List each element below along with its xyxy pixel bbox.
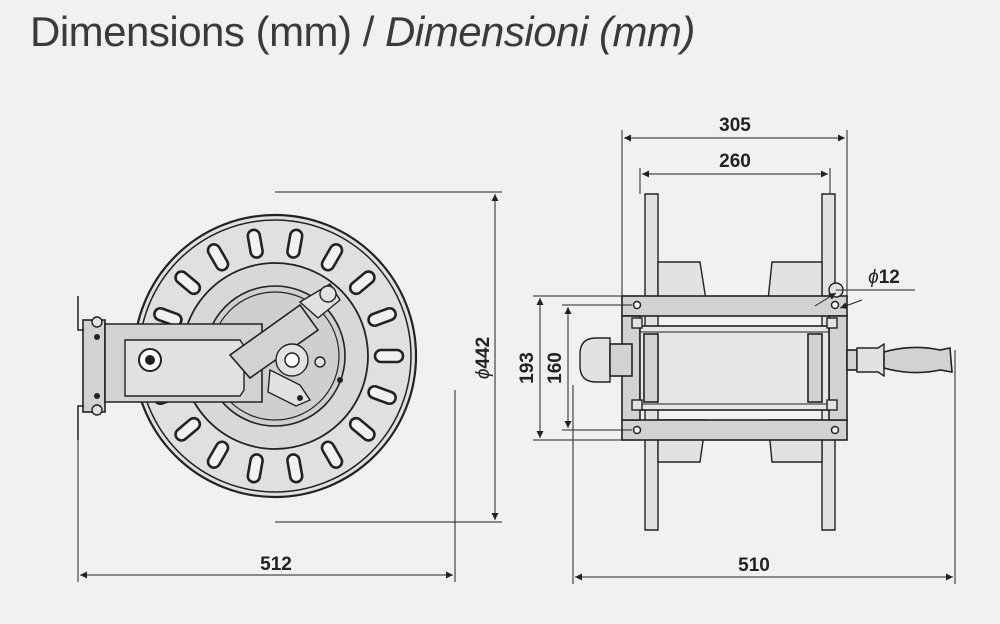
drum-end-right bbox=[807, 333, 823, 403]
drum-slot bbox=[348, 270, 376, 296]
hub-screw bbox=[337, 377, 343, 383]
corner-block-br bbox=[826, 399, 838, 411]
hose-inlet-fitting bbox=[319, 285, 337, 303]
dim-label-442: ϕ442 bbox=[473, 337, 494, 379]
base-top-rail bbox=[621, 295, 848, 317]
handle-mount bbox=[846, 349, 858, 371]
corner-block-tr bbox=[826, 317, 838, 329]
base-hole-tr bbox=[830, 300, 840, 310]
dim-label-512: 512 bbox=[260, 554, 292, 575]
drum-body bbox=[639, 325, 830, 411]
dim-label-160: 160 bbox=[545, 352, 566, 384]
base-hole-br bbox=[830, 425, 840, 435]
dim-label-12: ϕ12 bbox=[868, 267, 900, 288]
side-view: 305 260 ϕ12 193 160 510 bbox=[517, 115, 956, 584]
drum-slot bbox=[320, 243, 344, 272]
drum-slot bbox=[153, 306, 183, 328]
drum-end-left bbox=[643, 333, 659, 403]
drum-slot bbox=[174, 416, 202, 442]
handle-collar bbox=[856, 342, 885, 378]
left-connector-cap bbox=[579, 337, 611, 383]
corner-block-tl bbox=[631, 317, 643, 329]
bracket-hole-top bbox=[94, 334, 100, 340]
drum-slot bbox=[246, 228, 264, 259]
bracket-bottom-tab bbox=[77, 405, 84, 440]
wall-bracket-plate bbox=[82, 319, 106, 413]
arm-pivot-center bbox=[145, 355, 155, 365]
dim-label-510: 510 bbox=[738, 555, 770, 576]
base-hole-bl bbox=[632, 425, 642, 435]
title-italian: Dimensioni (mm) bbox=[385, 8, 695, 55]
drum-slot bbox=[286, 228, 304, 259]
drum-slot bbox=[246, 453, 264, 484]
diameter-symbol: ϕ bbox=[473, 369, 494, 380]
crank-handle-grip bbox=[883, 346, 953, 374]
bracket-hole-bottom bbox=[94, 393, 100, 399]
diameter-symbol-12: ϕ bbox=[868, 267, 879, 288]
flange-top-right bbox=[767, 261, 823, 301]
drum-slot bbox=[367, 306, 397, 328]
base-bottom-rail bbox=[621, 419, 848, 441]
leader-12-arrow-2 bbox=[839, 299, 863, 309]
drum-slot bbox=[206, 243, 230, 272]
swivel-arm bbox=[228, 303, 320, 380]
drum-slot bbox=[320, 440, 344, 469]
left-connector-body bbox=[609, 343, 633, 377]
bracket-top-tab bbox=[77, 296, 84, 331]
hub-bolt bbox=[314, 356, 326, 368]
drum-slot bbox=[367, 384, 397, 406]
bracket-bolt-top bbox=[91, 316, 103, 328]
title-english: Dimensions (mm) / bbox=[30, 8, 386, 55]
drum-slot bbox=[206, 440, 230, 469]
base-hole-tl bbox=[632, 300, 642, 310]
hub-screw-2 bbox=[297, 395, 303, 401]
drum-slot bbox=[373, 348, 405, 364]
dim-value-12: 12 bbox=[879, 267, 900, 288]
drum-slot bbox=[174, 270, 202, 296]
drum-slot bbox=[286, 453, 304, 484]
flange-top-left bbox=[657, 261, 707, 301]
hub-center bbox=[284, 352, 300, 368]
front-view: 512 ϕ442 bbox=[77, 191, 502, 582]
dim-label-260: 260 bbox=[719, 151, 751, 172]
dim-label-193: 193 bbox=[517, 352, 538, 384]
corner-block-bl bbox=[631, 399, 643, 411]
bracket-bolt-bottom bbox=[91, 404, 103, 416]
page-title: Dimensions (mm) / Dimensioni (mm) bbox=[30, 8, 695, 56]
drum-slot bbox=[348, 416, 376, 442]
leader-12-arrow bbox=[814, 292, 837, 307]
dim-value-442: 442 bbox=[473, 337, 494, 369]
dim-label-305: 305 bbox=[719, 115, 751, 136]
